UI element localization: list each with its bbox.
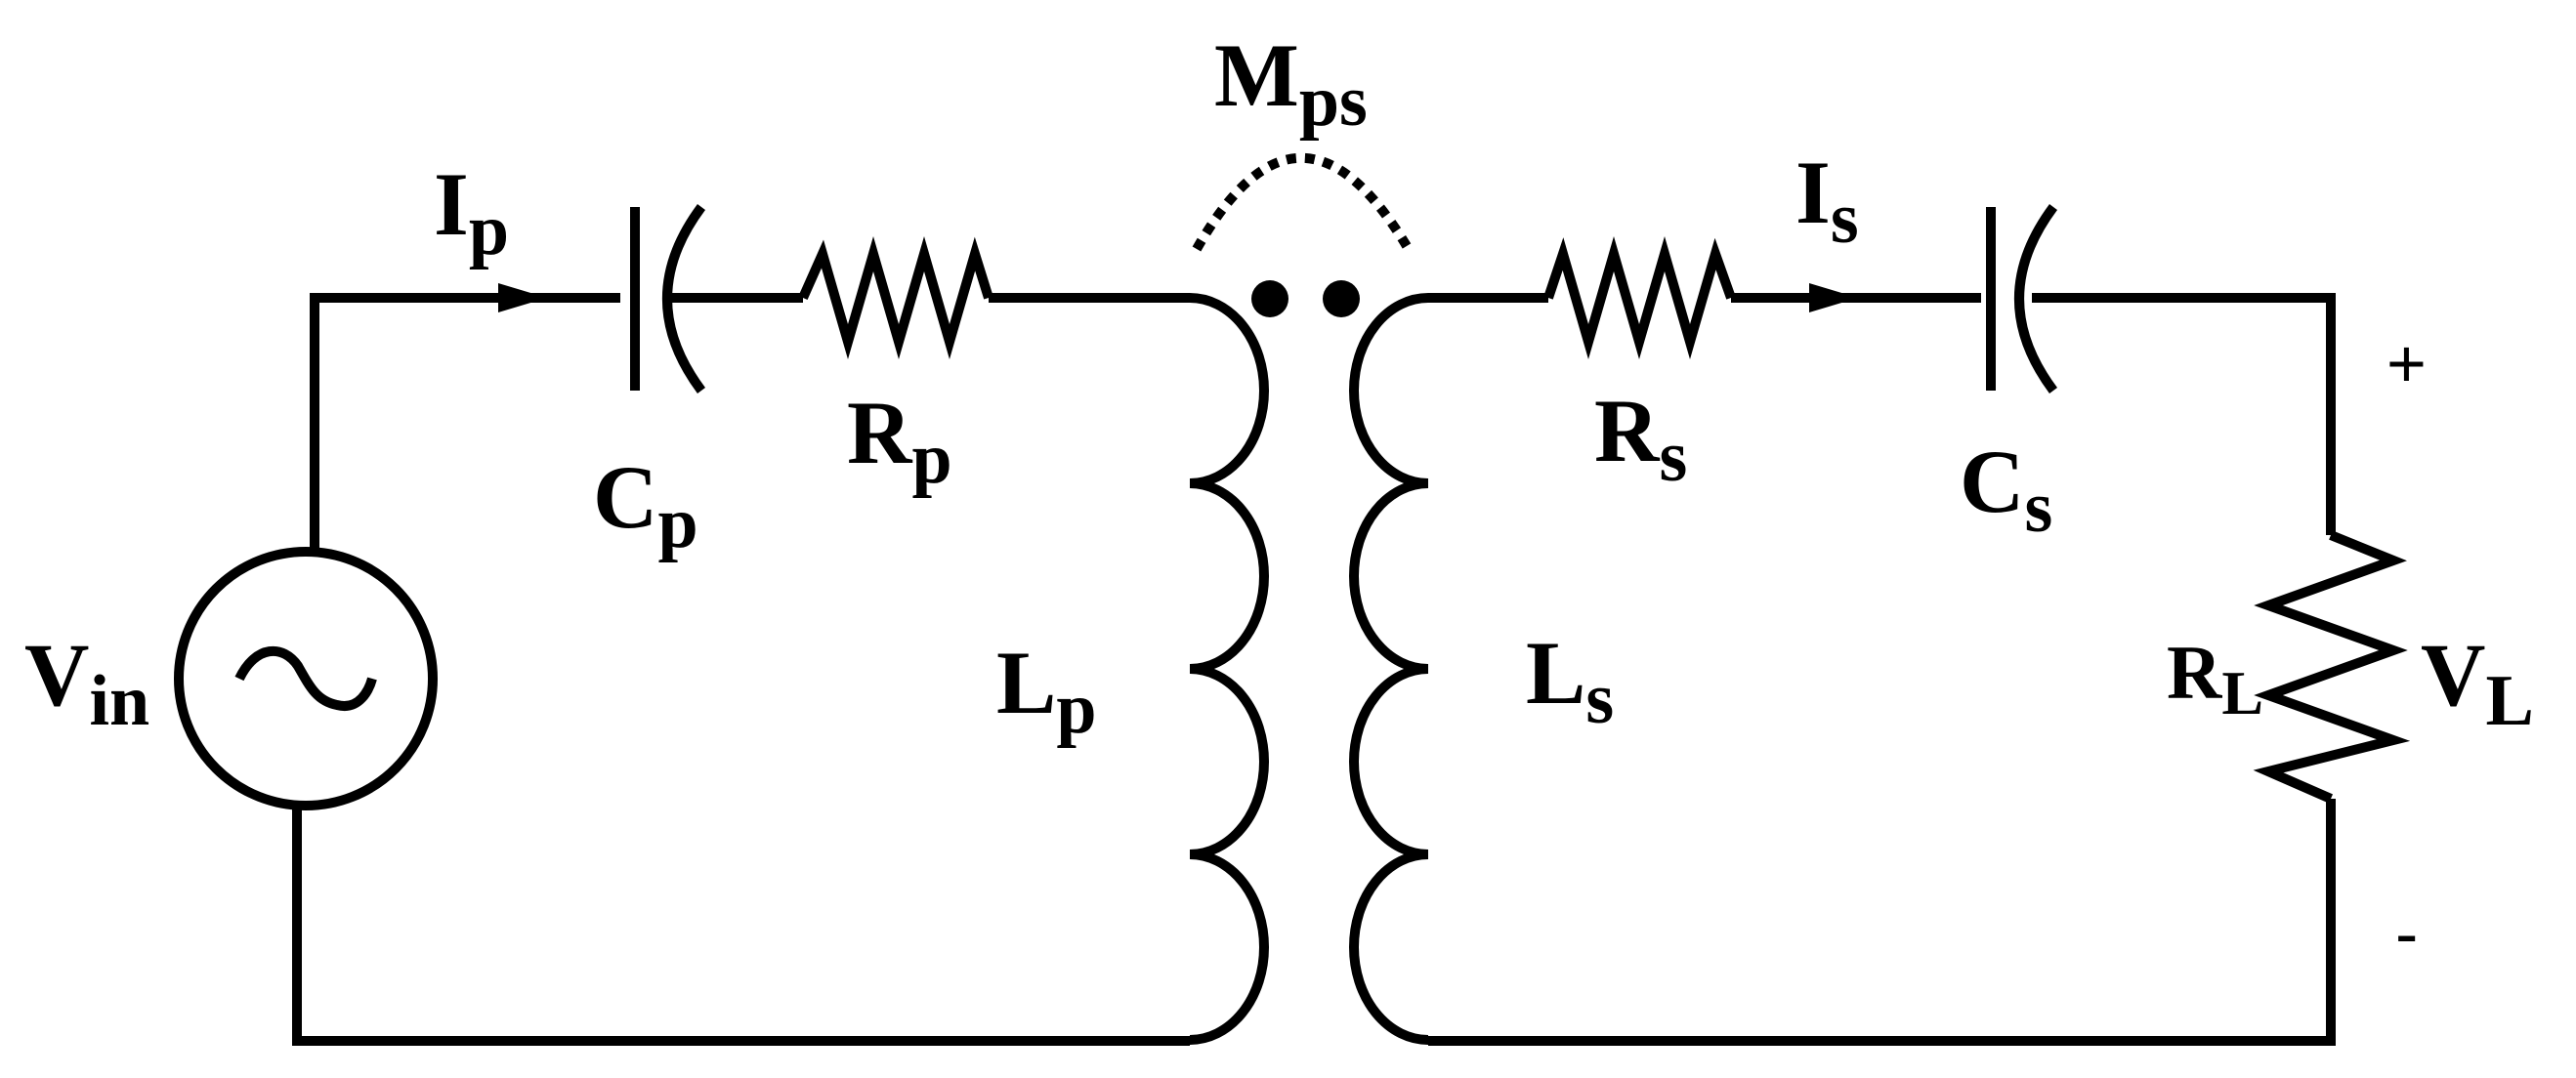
label-rl: RL <box>2167 630 2263 727</box>
cp-plate-curved <box>662 204 706 394</box>
ls-inductor <box>1349 293 1429 1045</box>
label-ls: Ls <box>1526 623 1614 739</box>
label-vin: Vin <box>24 625 149 741</box>
vin-source-circle <box>174 547 438 810</box>
rp-resistor <box>798 235 993 360</box>
label-ip: Ip <box>434 154 509 270</box>
rs-resistor <box>1543 235 1736 360</box>
lp-inductor <box>1189 293 1269 1045</box>
is-arrow <box>1809 283 1858 312</box>
primary-bottom-wire <box>292 807 1190 1046</box>
rl-resistor <box>2253 530 2411 804</box>
label-rp: Rp <box>847 383 952 499</box>
mutual-inductance-arc <box>1192 152 1412 252</box>
secondary-bottom-wire <box>1428 799 2336 1046</box>
label-cs: Cs <box>1960 432 2052 548</box>
label-is: Is <box>1795 143 1859 259</box>
label-mps: Mps <box>1214 25 1368 142</box>
primary-left-wire <box>310 293 620 552</box>
vin-sine-icon <box>234 645 377 711</box>
cs-plate-curved <box>2014 204 2058 394</box>
ip-arrow <box>498 283 547 312</box>
secondary-right-wire <box>2032 293 2336 535</box>
label-plus: + <box>2386 325 2427 401</box>
polarity-dot-primary[interactable] <box>1251 280 1288 317</box>
label-cp: Cp <box>593 447 698 563</box>
label-vl: VL <box>2421 625 2534 741</box>
label-lp: Lp <box>996 633 1097 749</box>
label-minus: - <box>2395 895 2418 972</box>
polarity-dot-secondary[interactable] <box>1323 280 1360 317</box>
label-rs: Rs <box>1594 381 1687 497</box>
